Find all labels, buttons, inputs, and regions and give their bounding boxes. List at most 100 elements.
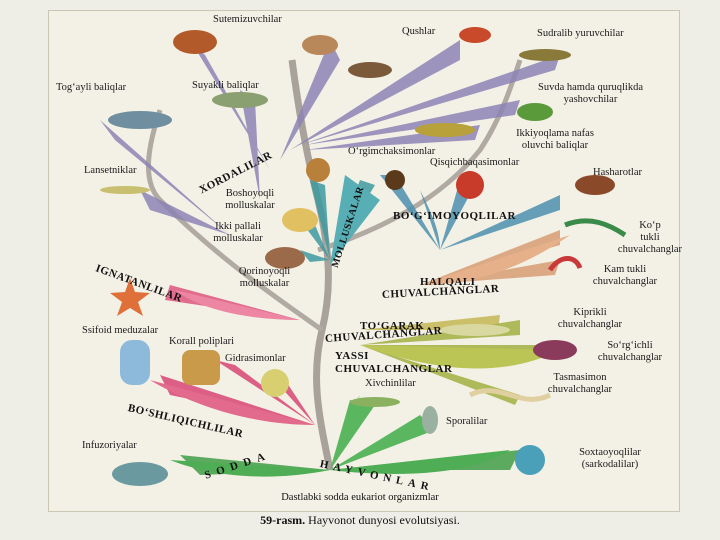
lancelet-shape bbox=[100, 186, 150, 194]
label-kiprikli-line2: chuvalchanglar bbox=[557, 319, 623, 330]
label-ikkiyoqlama-line1: Ikkiyoqlama nafas bbox=[516, 128, 594, 139]
label-sorgichli-line2: chuvalchanglar bbox=[597, 352, 663, 363]
starfish-shape bbox=[110, 278, 150, 316]
group-yassi: YASSI bbox=[335, 350, 369, 362]
coelenterates-fan-2 bbox=[150, 380, 315, 425]
label-ikkipallali-line1: Ikki pallali bbox=[215, 221, 261, 232]
label-xivchinlilar: Xivchinlilar bbox=[365, 378, 416, 389]
label-tasmasimon-line1: Tasmasimon bbox=[553, 372, 607, 383]
lizard-shape bbox=[519, 49, 571, 61]
right-main-branch bbox=[317, 59, 523, 253]
coral-shape bbox=[182, 350, 220, 385]
label-ikkipallali: Ikki pallali molluskalar bbox=[198, 221, 278, 245]
snail-shape bbox=[265, 247, 305, 269]
label-kiprikli: Kiprikli chuvalchanglar bbox=[540, 307, 640, 331]
jellyfish-shape bbox=[120, 340, 150, 385]
butterfly-shape bbox=[575, 175, 615, 195]
protozoa-fan-5 bbox=[330, 415, 435, 470]
tapeworm-shape bbox=[468, 388, 552, 402]
kangaroo-shape bbox=[302, 35, 338, 55]
euglena-shape bbox=[350, 397, 400, 407]
planaria-shape bbox=[440, 324, 510, 336]
annelids-fan-2 bbox=[420, 235, 570, 285]
label-kamtukli-line2: chuvalchanglar bbox=[592, 276, 658, 287]
label-soxtaoyoqlilar: Soxtaoyoqlilar (sarkodalilar) bbox=[560, 447, 660, 471]
lungfish-shape bbox=[415, 123, 475, 137]
molluscs-fan-2 bbox=[330, 175, 380, 265]
label-koptukli-line1: Ko‘p bbox=[639, 220, 661, 231]
bird-shape bbox=[459, 27, 491, 43]
label-korall: Korall poliplari bbox=[169, 336, 235, 347]
label-qorinoyoqli-line1: Qorinoyoqli bbox=[238, 266, 291, 277]
chordates-fan bbox=[100, 40, 560, 235]
protozoa-fan-2 bbox=[170, 460, 330, 477]
paramecium-shape bbox=[112, 462, 168, 486]
label-qisqich: Qisqichbaqasimonlar bbox=[430, 157, 520, 168]
label-qorinoyoqli: Qorinoyoqli molluskalar bbox=[222, 266, 307, 290]
label-sorgichli-line1: So‘rg‘ichli bbox=[607, 340, 653, 351]
label-hasharotlar: Hasharotlar bbox=[593, 167, 642, 178]
group-togarak: TO‘GARAK bbox=[360, 320, 425, 332]
label-gidrasimon: Gidrasimonlar bbox=[225, 353, 286, 364]
label-ikkipallali-line2: molluskalar bbox=[213, 233, 263, 244]
label-ikkiyoqlama-line2: oluvchi baliqlar bbox=[521, 140, 589, 151]
label-ikkiyoqlama: Ikkiyoqlama nafas oluvchi baliqlar bbox=[490, 128, 620, 152]
label-sorgichli: So‘rg‘ichli chuvalchanglar bbox=[585, 340, 675, 364]
crab-shape bbox=[456, 171, 484, 199]
label-kamtukli: Kam tukli chuvalchanglar bbox=[575, 264, 675, 288]
label-infuzoriyalar: Infuzoriyalar bbox=[82, 440, 137, 451]
protozoa-fan-3 bbox=[330, 450, 510, 474]
label-qorinoyoqli-line2: molluskalar bbox=[239, 278, 290, 289]
label-tasmasimon-line2: chuvalchanglar bbox=[547, 384, 613, 395]
label-suvda: Suvda hamda quruqlikda yashovchilar bbox=[508, 82, 673, 106]
group-halqali: HALQALI bbox=[420, 276, 476, 288]
label-ssifoid: Ssifoid meduzalar bbox=[82, 325, 159, 336]
label-soxtaoyoqlilar-line1: Soxtaoyoqlilar bbox=[579, 447, 641, 458]
shark-shape bbox=[108, 111, 172, 129]
group-yassi-2: CHUVALCHANGLAR bbox=[335, 363, 453, 375]
octopus-shape bbox=[306, 158, 330, 182]
squirrel-shape bbox=[173, 30, 217, 54]
flatworms-fan bbox=[360, 320, 560, 405]
label-boshoyoqli-line2: molluskalar bbox=[225, 200, 275, 211]
fluke-shape bbox=[533, 340, 577, 360]
figure-number: 59-rasm. bbox=[260, 513, 306, 527]
label-kamtukli-line1: Kam tukli bbox=[603, 264, 647, 275]
spider-shape bbox=[385, 170, 405, 190]
fish-shape bbox=[212, 92, 268, 108]
platypus-shape bbox=[348, 62, 392, 78]
label-koptukli: Ko‘p tukli chuvalchanglar bbox=[605, 220, 695, 256]
flatworms-fan-2 bbox=[360, 345, 560, 369]
label-koptukli-line2: tukli bbox=[640, 232, 660, 243]
label-boshoyoqli: Boshoyoqli molluskalar bbox=[210, 188, 290, 212]
label-soxtaoyoqlilar-line2: (sarkodalilar) bbox=[581, 459, 639, 470]
label-orgimchak: O‘rgimchaksimonlar bbox=[348, 146, 436, 157]
label-sudralib: Sudralib yuruvchilar bbox=[537, 28, 624, 39]
group-bogimoyoqlilar: BO‘G‘IMOYOQLILAR bbox=[393, 210, 516, 222]
label-koptukli-line3: chuvalchanglar bbox=[617, 244, 683, 255]
frog-shape bbox=[517, 103, 553, 121]
figure-title: Hayvonot dunyosi evolutsiyasi. bbox=[308, 513, 460, 527]
base-label: Dastlabki sodda eukariot organizmlar bbox=[281, 492, 439, 503]
label-suvda-line1: Suvda hamda quruqlikda bbox=[538, 82, 643, 93]
annelids-fan bbox=[420, 230, 560, 285]
label-kiprikli-line1: Kiprikli bbox=[573, 307, 607, 318]
label-sutemizuvchilar: Sutemizuvchilar bbox=[213, 14, 282, 25]
hydra-shape bbox=[261, 369, 289, 397]
figure-caption: 59-rasm. Hayvonot dunyosi evolutsiyasi. bbox=[0, 513, 720, 528]
clam-shape bbox=[282, 208, 318, 232]
label-lansetniklar: Lansetniklar bbox=[84, 165, 137, 176]
echinoderms-branch-2 bbox=[175, 290, 300, 320]
amoeba-shape bbox=[515, 445, 545, 475]
label-suyakli: Suyakli baliqlar bbox=[192, 80, 259, 91]
tree-trunk bbox=[288, 59, 334, 471]
label-tasmasimon: Tasmasimon chuvalchanglar bbox=[530, 372, 630, 396]
label-togayli: Tog‘ayli baliqlar bbox=[56, 82, 127, 93]
sporozoa-shape bbox=[422, 406, 438, 434]
label-sporalilar: Sporalilar bbox=[446, 416, 488, 427]
label-boshoyoqli-line1: Boshoyoqli bbox=[225, 188, 275, 199]
echinoderms-branch bbox=[165, 285, 300, 320]
arthropods-fan bbox=[380, 175, 560, 250]
label-suvda-line2: yashovchilar bbox=[563, 94, 618, 105]
